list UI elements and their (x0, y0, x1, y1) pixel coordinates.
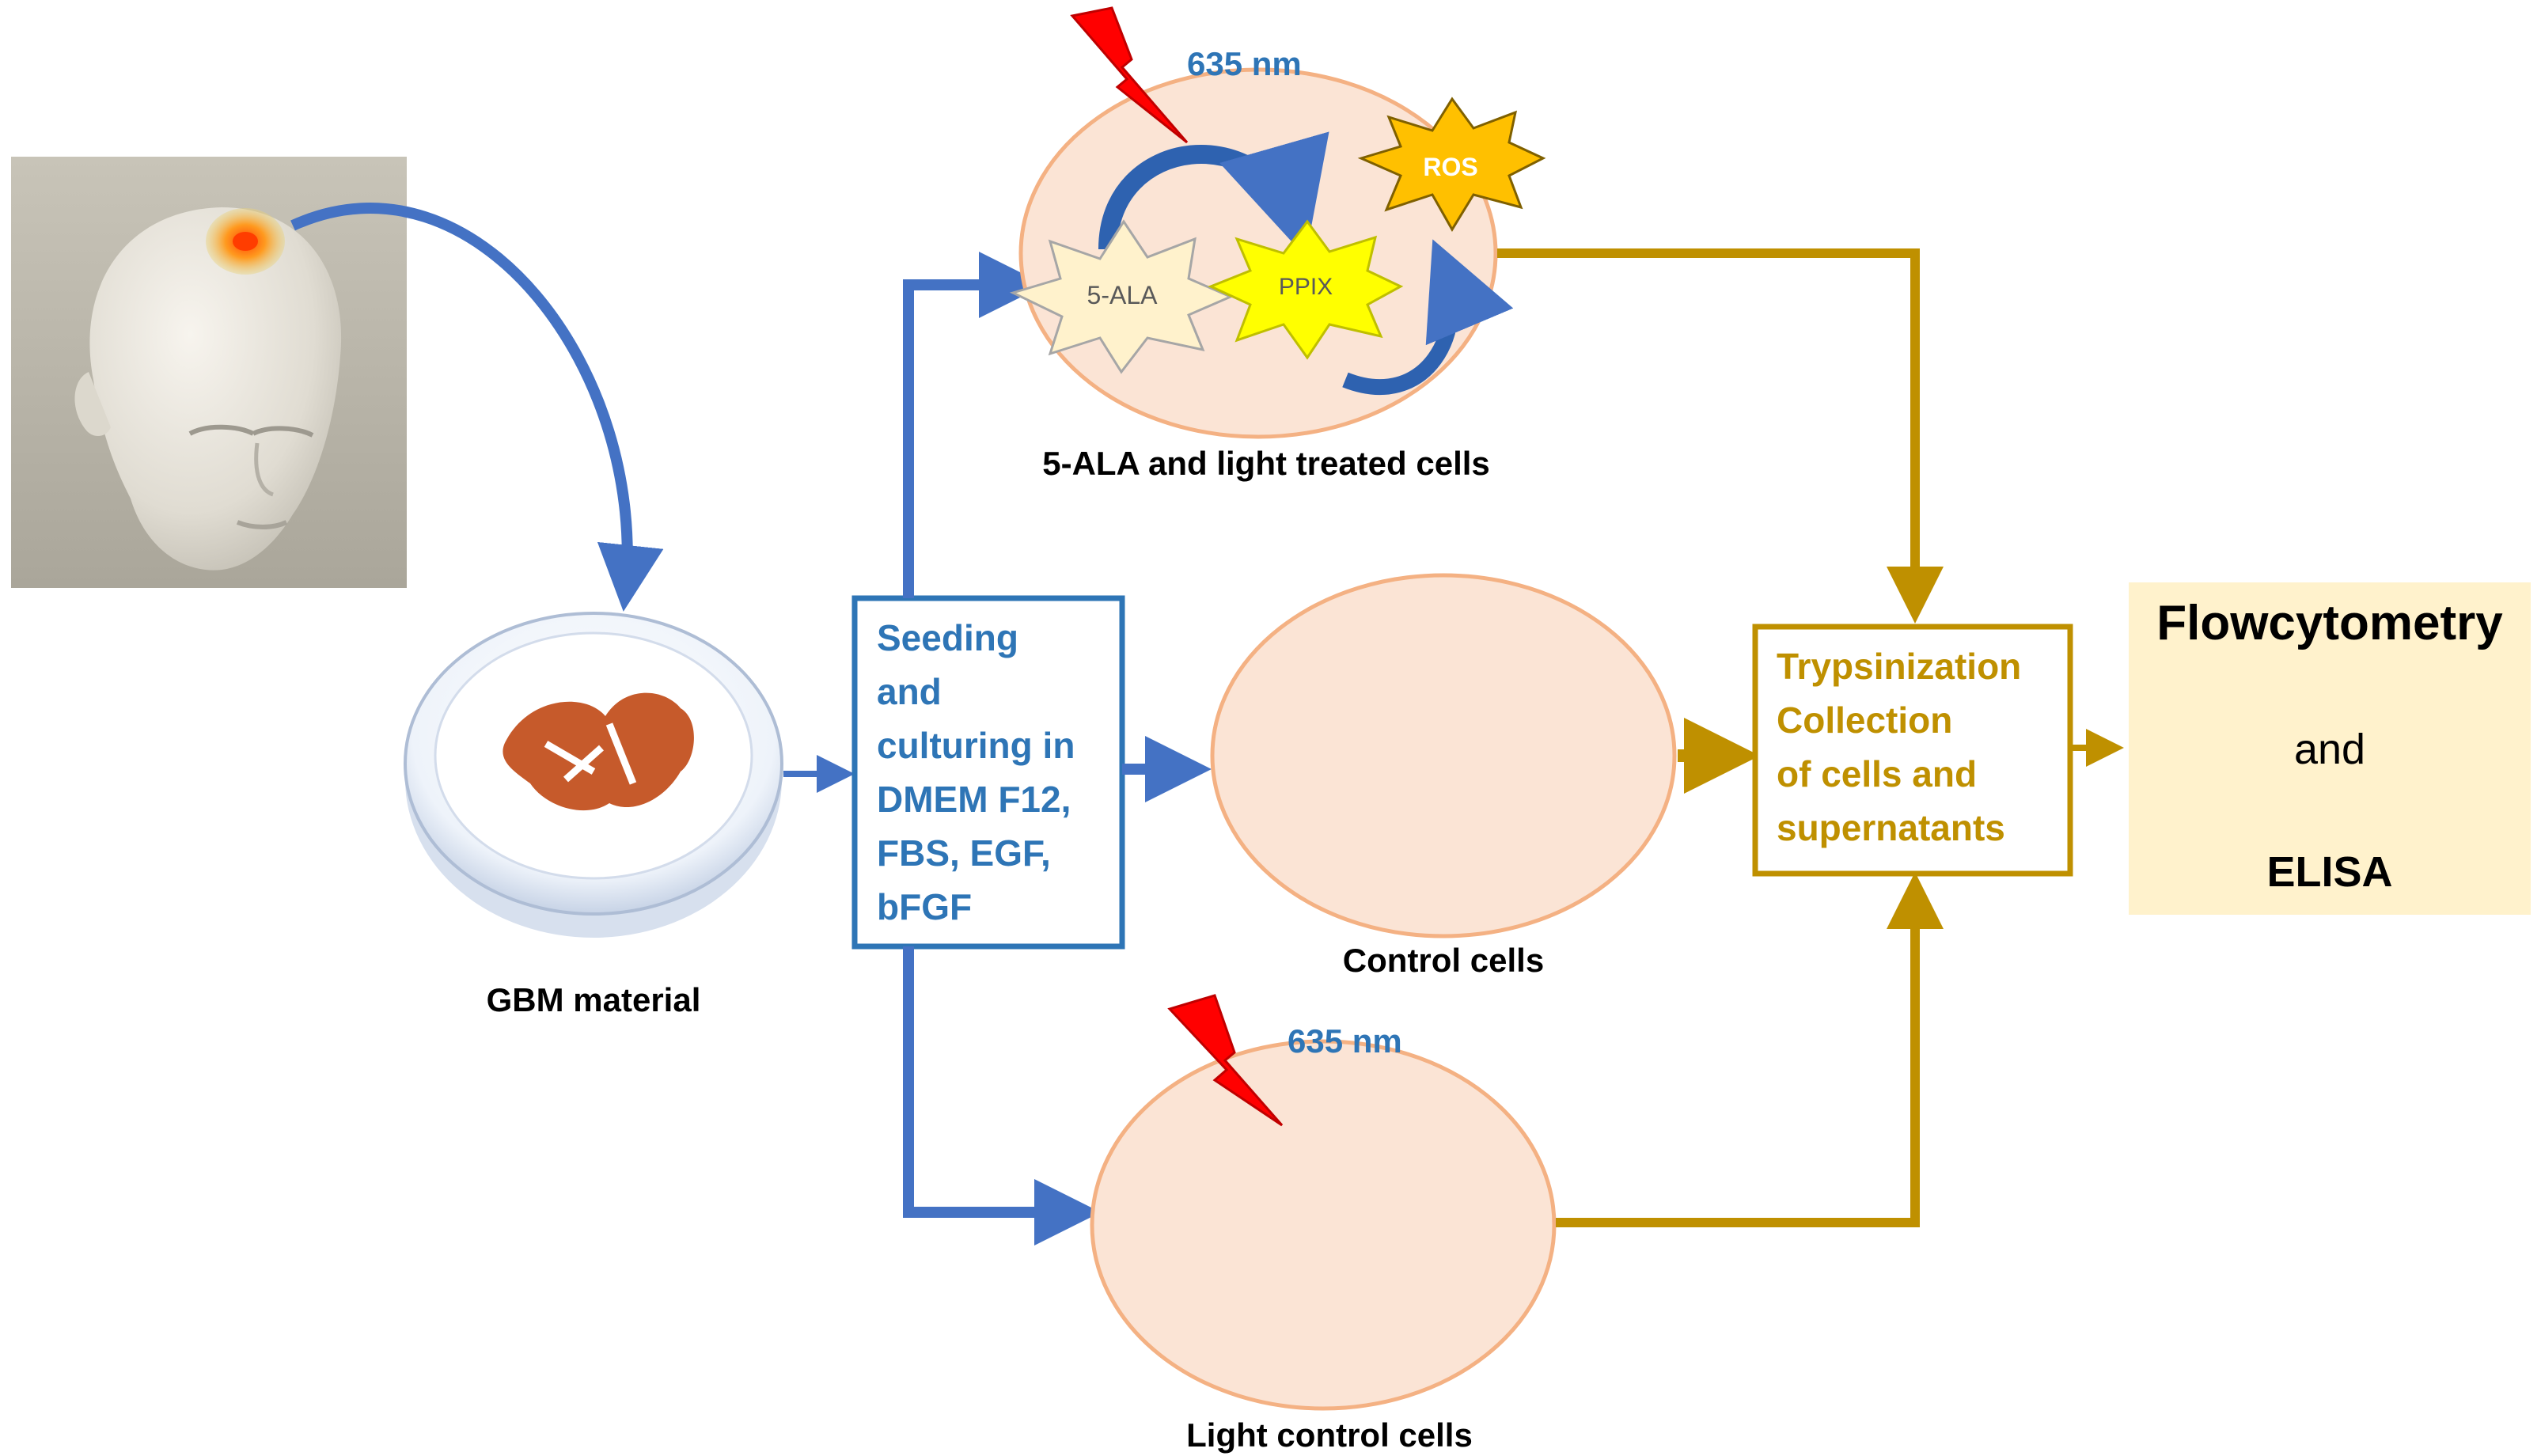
seeding-line-1: Seeding (877, 617, 1018, 658)
light-control-cell (1090, 1039, 1557, 1411)
seeding-to-light-control-arrow (903, 946, 1101, 1246)
ppix-to-ros-arrow (1342, 239, 1514, 396)
treated-to-trypsin-arrow (1497, 248, 1944, 624)
lightning-bolt-icon (1070, 6, 1189, 144)
seeding-line-2: and (877, 671, 942, 712)
output-and: and (2294, 726, 2365, 773)
head-with-tumor-icon (11, 157, 407, 588)
ppix-starburst (1208, 219, 1404, 360)
ppix-label: PPIX (1279, 274, 1333, 300)
trypsin-line-1: Trypsinization (1777, 646, 2021, 687)
wavelength-bottom: 635 nm (1288, 1022, 1402, 1060)
output-elisa: ELISA (2266, 848, 2392, 896)
seeding-line-3: culturing in (877, 725, 1075, 766)
control-cells-label: Control cells (1343, 942, 1544, 979)
trypsin-line-4: supernatants (1777, 807, 2005, 848)
ros-label: ROS (1423, 153, 1477, 181)
ala-label: 5-ALA (1087, 281, 1159, 309)
seeding-to-treated-arrow (903, 252, 1045, 598)
petri-dish-icon (404, 612, 783, 938)
seeding-line-6: bFGF (877, 886, 972, 927)
trypsin-line-2: Collection (1777, 700, 1952, 741)
trypsin-line-3: of cells and (1777, 753, 1977, 794)
trypsinization-box (1752, 624, 2073, 877)
light-control-cells-label: Light control cells (1186, 1416, 1473, 1454)
output-title: Flowcytometry (2156, 596, 2503, 650)
wavelength-top: 635 nm (1187, 45, 1302, 82)
treated-cells-label: 5-ALA and light treated cells (1042, 445, 1490, 482)
seeding-line-5: FBS, EGF, (877, 832, 1051, 874)
seeding-text: Seeding and culturing in DMEM F12, FBS, … (877, 617, 1085, 927)
trypsinization-text: Trypsinization Collection of cells and s… (1777, 646, 2031, 848)
seeding-line-4: DMEM F12, (877, 779, 1071, 820)
gbm-material-label: GBM material (487, 981, 701, 1018)
output-box (2129, 582, 2531, 915)
light-control-to-trypsin-arrow (1556, 872, 1944, 1227)
lightning-bolt-icon (1167, 994, 1284, 1127)
seeding-box (851, 595, 1125, 950)
ros-starburst (1357, 97, 1546, 232)
head-to-dish-arrow (290, 203, 664, 612)
control-cell (1210, 573, 1677, 938)
ala-to-ppix-arrow (1098, 131, 1329, 257)
